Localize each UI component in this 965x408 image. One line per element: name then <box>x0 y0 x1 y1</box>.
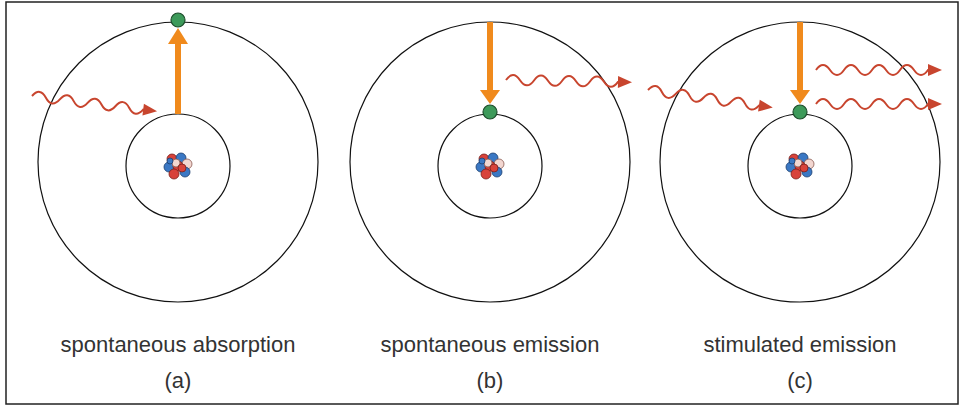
nucleus <box>164 153 192 179</box>
arrow-head <box>480 90 500 104</box>
photon-out <box>816 98 942 110</box>
electron <box>171 13 185 27</box>
transition-arrow <box>175 42 181 114</box>
atom-b <box>350 22 632 302</box>
inner-orbit <box>126 114 230 218</box>
electron <box>483 105 497 119</box>
caption-label: spontaneous absorption <box>61 332 296 358</box>
atom-c <box>647 22 942 302</box>
outer-orbit <box>350 22 630 302</box>
photon-out <box>816 64 942 76</box>
outer-orbit <box>660 22 940 302</box>
nucleus <box>476 153 504 179</box>
outer-orbit <box>38 22 318 302</box>
panel-letter: (b) <box>477 368 504 394</box>
panel-letter: (a) <box>165 368 192 394</box>
photon-out <box>506 74 632 88</box>
photon-in <box>647 84 773 113</box>
transition-arrow <box>487 22 493 92</box>
arrow-head <box>168 28 188 44</box>
transition-arrow <box>797 22 803 92</box>
arrow-head <box>790 90 810 104</box>
inner-orbit <box>438 114 542 218</box>
atom-a <box>31 13 318 302</box>
nucleus <box>786 153 814 179</box>
caption-label: spontaneous emission <box>381 332 600 358</box>
frame <box>6 2 958 404</box>
electron <box>793 105 807 119</box>
caption-label: stimulated emission <box>703 332 896 358</box>
photon-in <box>31 90 158 117</box>
inner-orbit <box>748 114 852 218</box>
panel-letter: (c) <box>787 368 813 394</box>
